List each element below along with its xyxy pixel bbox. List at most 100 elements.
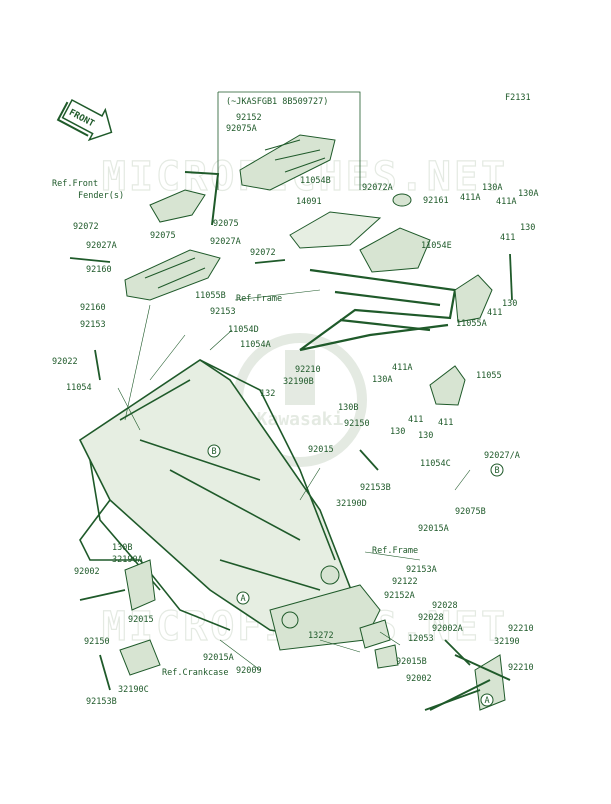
ref-front-fender-line2: Fender(s) bbox=[78, 191, 124, 201]
svg-text:B: B bbox=[494, 466, 499, 476]
rear-subframe bbox=[299, 268, 457, 352]
part-label-45: 92027/A bbox=[484, 451, 520, 461]
part-label-4: 92027A bbox=[86, 241, 117, 251]
part-label-30: 11055A bbox=[456, 319, 487, 329]
part-label-17: 11054 bbox=[66, 383, 92, 393]
part-label-13: 11054D bbox=[228, 325, 259, 335]
part-label-40: 411 bbox=[408, 415, 423, 425]
part-label-8: 92160 bbox=[86, 265, 112, 275]
part-label-48: 92153B bbox=[360, 483, 391, 493]
ref-frame-upper: Ref.Frame bbox=[236, 294, 282, 304]
left-bracket-11055b bbox=[124, 249, 221, 301]
part-label-31: 92210 bbox=[295, 365, 321, 375]
part-label-43: 411 bbox=[438, 418, 453, 428]
part-label-70: 92210 bbox=[508, 663, 534, 673]
part-label-53: 92015 bbox=[128, 615, 154, 625]
part-label-64: 92152A bbox=[384, 591, 415, 601]
part-label-63: 92122 bbox=[392, 577, 418, 587]
watermark-logo-text: Kawasaki bbox=[257, 409, 344, 430]
part-label-21: 11054E bbox=[421, 241, 452, 251]
part-label-14: 11054A bbox=[240, 340, 271, 350]
part-label-38: 130A bbox=[372, 375, 392, 385]
part-label-20: 92161 bbox=[423, 196, 449, 206]
part-label-49: 32190D bbox=[336, 499, 367, 509]
part-label-23: 130A bbox=[518, 189, 538, 199]
part-label-66: 92028 bbox=[418, 613, 444, 623]
part-label-37: 411A bbox=[392, 363, 412, 373]
part-label-26: 411 bbox=[500, 233, 515, 243]
part-label-57: 92015A bbox=[203, 653, 234, 663]
part-label-55: 32190C bbox=[118, 685, 149, 695]
leader-lines bbox=[117, 289, 471, 671]
part-label-62: 92153A bbox=[406, 565, 437, 575]
part-label-7: 92027A bbox=[210, 237, 241, 247]
ref-crankcase: Ref.Crankcase bbox=[162, 668, 229, 678]
callout-a-2: A bbox=[480, 693, 494, 707]
part-label-24: 411A bbox=[460, 193, 480, 203]
figure-code: F2131 bbox=[505, 93, 531, 103]
part-label-34: 130B bbox=[338, 403, 358, 413]
part-label-41: 130 bbox=[390, 427, 405, 437]
part-label-1: 92075A bbox=[226, 124, 257, 134]
part-label-35: 92150 bbox=[344, 419, 370, 429]
part-label-56: 92153B bbox=[86, 697, 117, 707]
callout-b-2: B bbox=[490, 463, 504, 477]
part-label-19: 92072A bbox=[362, 183, 393, 193]
part-label-16: 92022 bbox=[52, 357, 78, 367]
part-label-50: 130B bbox=[112, 543, 132, 553]
svg-text:B: B bbox=[211, 447, 216, 457]
part-label-42: 130 bbox=[418, 431, 433, 441]
part-label-18: 14091 bbox=[296, 197, 322, 207]
part-label-69: 92210 bbox=[508, 624, 534, 634]
mount-13272 bbox=[359, 619, 399, 669]
part-label-28: 130 bbox=[502, 299, 517, 309]
ref-front-fender: Ref.Front bbox=[52, 179, 98, 189]
lower-bracket-left bbox=[119, 559, 161, 676]
svg-text:A: A bbox=[240, 594, 245, 604]
serial-note: (~JKASFGB1 8B509727) bbox=[226, 97, 328, 107]
part-label-58: 92009 bbox=[236, 666, 262, 676]
part-label-3: 92072 bbox=[73, 222, 99, 232]
part-label-5: 92075 bbox=[213, 219, 239, 229]
part-label-61: 92015B bbox=[396, 657, 427, 667]
part-label-10: 92072 bbox=[250, 248, 276, 258]
front-arrow: FRONT bbox=[56, 98, 113, 142]
swingarm-pivot bbox=[269, 565, 381, 651]
part-label-44: 11054C bbox=[420, 459, 451, 469]
part-label-12: 92153 bbox=[210, 307, 236, 317]
part-label-11: 92160 bbox=[80, 303, 106, 313]
callout-b-1: B bbox=[207, 444, 221, 458]
bolts bbox=[69, 253, 513, 711]
part-label-51: 32190A bbox=[112, 555, 143, 565]
part-label-47: 92015A bbox=[418, 524, 449, 534]
part-label-2: 11054B bbox=[300, 176, 331, 186]
part-label-22: 130A bbox=[482, 183, 502, 193]
part-label-68: 32190 bbox=[494, 637, 520, 647]
part-label-33: 132 bbox=[260, 389, 275, 399]
part-label-67: 92002A bbox=[432, 624, 463, 634]
part-label-46: 92075B bbox=[455, 507, 486, 517]
part-label-6: 92075 bbox=[150, 231, 176, 241]
part-label-15: 92153 bbox=[80, 320, 106, 330]
part-number-labels: 9215292075A11054B9207292027A920759207592… bbox=[52, 113, 538, 707]
tray-11054e bbox=[359, 193, 431, 273]
rear-bracket-11055a bbox=[454, 274, 493, 323]
upper-bracket-11054b bbox=[239, 134, 336, 191]
part-label-60: 12053 bbox=[408, 634, 434, 644]
part-label-36: 92015 bbox=[308, 445, 334, 455]
callout-a-1: A bbox=[236, 591, 250, 605]
part-label-0: 92152 bbox=[236, 113, 262, 123]
part-label-52: 92002 bbox=[74, 567, 100, 577]
front-fender-bracket bbox=[149, 171, 220, 226]
part-label-29: 411 bbox=[487, 308, 502, 318]
reference-labels: Ref.Front Fender(s) Ref.Frame Ref.Frame … bbox=[52, 179, 418, 678]
part-label-9: 11055B bbox=[195, 291, 226, 301]
part-label-39: 11055 bbox=[476, 371, 502, 381]
svg-text:A: A bbox=[484, 696, 489, 706]
engine-mount-right bbox=[429, 654, 511, 711]
part-label-25: 411A bbox=[496, 197, 516, 207]
bracket-11055 bbox=[429, 365, 466, 406]
part-label-59: 13272 bbox=[308, 631, 334, 641]
